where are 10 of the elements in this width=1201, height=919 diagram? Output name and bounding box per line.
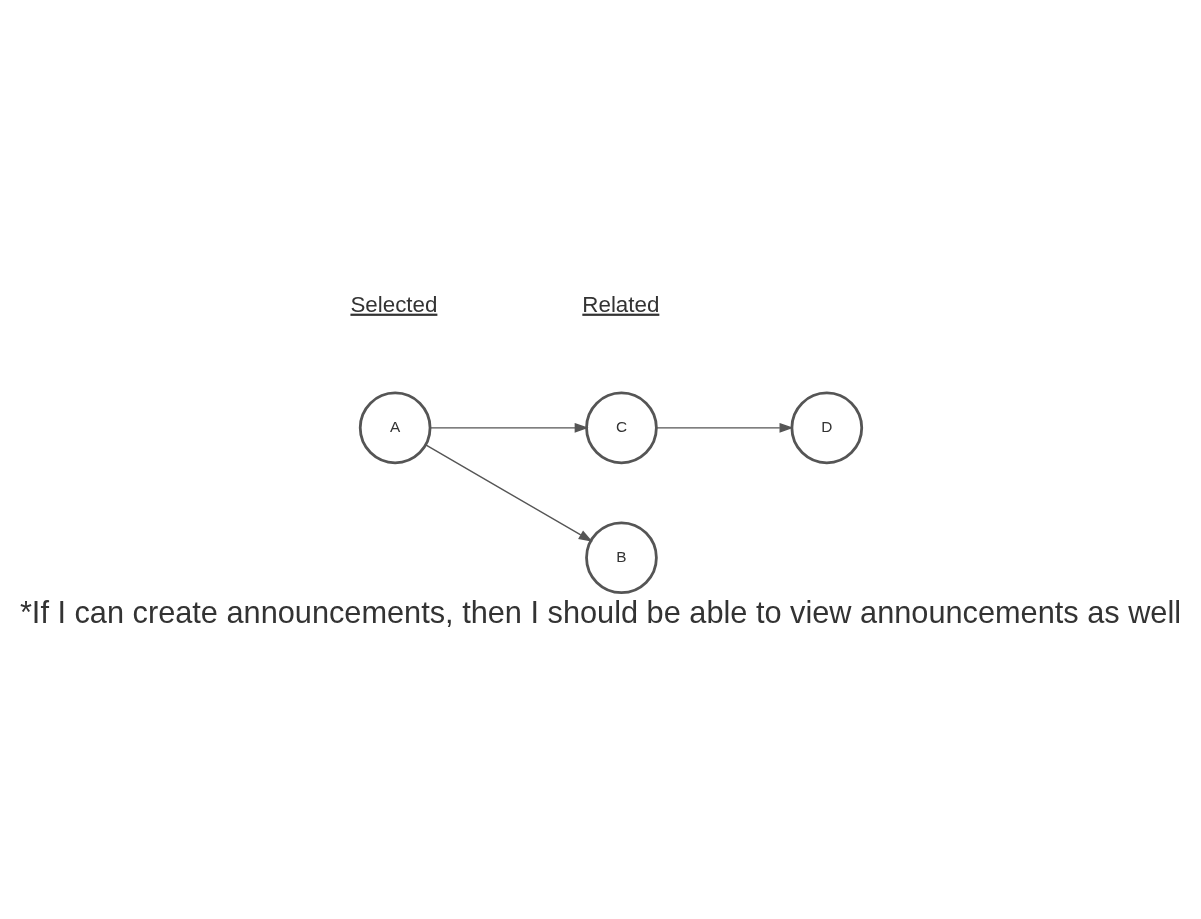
arrow: [429, 422, 589, 433]
label: Selected: [350, 291, 438, 317]
label: Related: [582, 291, 660, 317]
arrow: [656, 422, 794, 433]
node-circle: D: [790, 391, 864, 464]
arrow: [425, 443, 593, 542]
node-circle: C: [585, 391, 658, 464]
caption: *If I can create announcements, then I should be able to view announcements as well: [19, 594, 1182, 630]
node-circle: A: [358, 391, 432, 464]
node-circle: B: [585, 520, 658, 594]
